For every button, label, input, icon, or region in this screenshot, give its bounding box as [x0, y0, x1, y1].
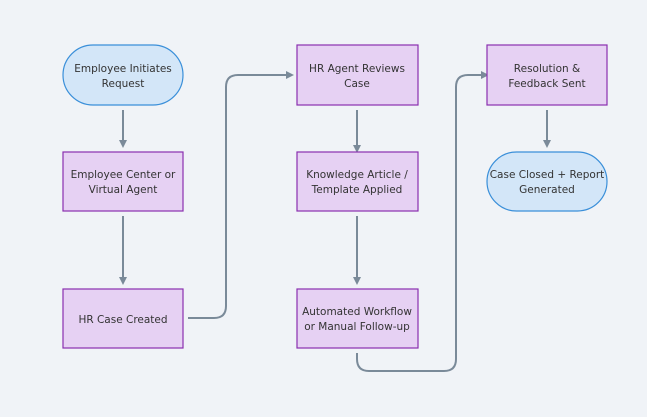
node-employee-center: Employee Center or Virtual Agent — [62, 151, 184, 212]
node-case-closed: Case Closed + Report Generated — [486, 151, 608, 212]
node-resolution-feedback: Resolution & Feedback Sent — [486, 44, 608, 106]
node-label-line1: Case Closed + Report — [490, 169, 605, 181]
node-knowledge-article: Knowledge Article / Template Applied — [296, 151, 419, 212]
node-automated-workflow: Automated Workflow or Manual Follow-up — [296, 288, 419, 349]
node-label-line1: HR Case Created — [78, 314, 167, 326]
node-label-line2: or Manual Follow-up — [304, 321, 410, 333]
node-label-line1: Employee Center or — [71, 169, 176, 181]
node-hr-agent-reviews: HR Agent Reviews Case — [296, 44, 419, 106]
node-employee-initiates-request: Employee Initiates Request — [62, 44, 184, 106]
node-label-line1: HR Agent Reviews — [309, 63, 405, 75]
edge-automated-workflow-to-resolution-feedback — [356, 71, 489, 372]
node-label-line2: Virtual Agent — [89, 184, 158, 196]
node-label-line1: Automated Workflow — [302, 306, 412, 318]
edge-hr-case-created-to-hr-agent-reviews — [188, 71, 294, 319]
node-label-line2: Generated — [519, 184, 575, 196]
node-label-line1: Employee Initiates — [74, 63, 172, 75]
node-label-line2: Case — [344, 78, 370, 90]
node-label-line1: Knowledge Article / — [306, 169, 408, 181]
node-hr-case-created: HR Case Created — [62, 288, 184, 349]
node-label-line1: Resolution & — [514, 63, 580, 75]
edges — [119, 71, 551, 372]
node-label-line2: Request — [102, 78, 145, 90]
node-label-line2: Template Applied — [311, 184, 403, 196]
node-label-line2: Feedback Sent — [508, 78, 585, 90]
